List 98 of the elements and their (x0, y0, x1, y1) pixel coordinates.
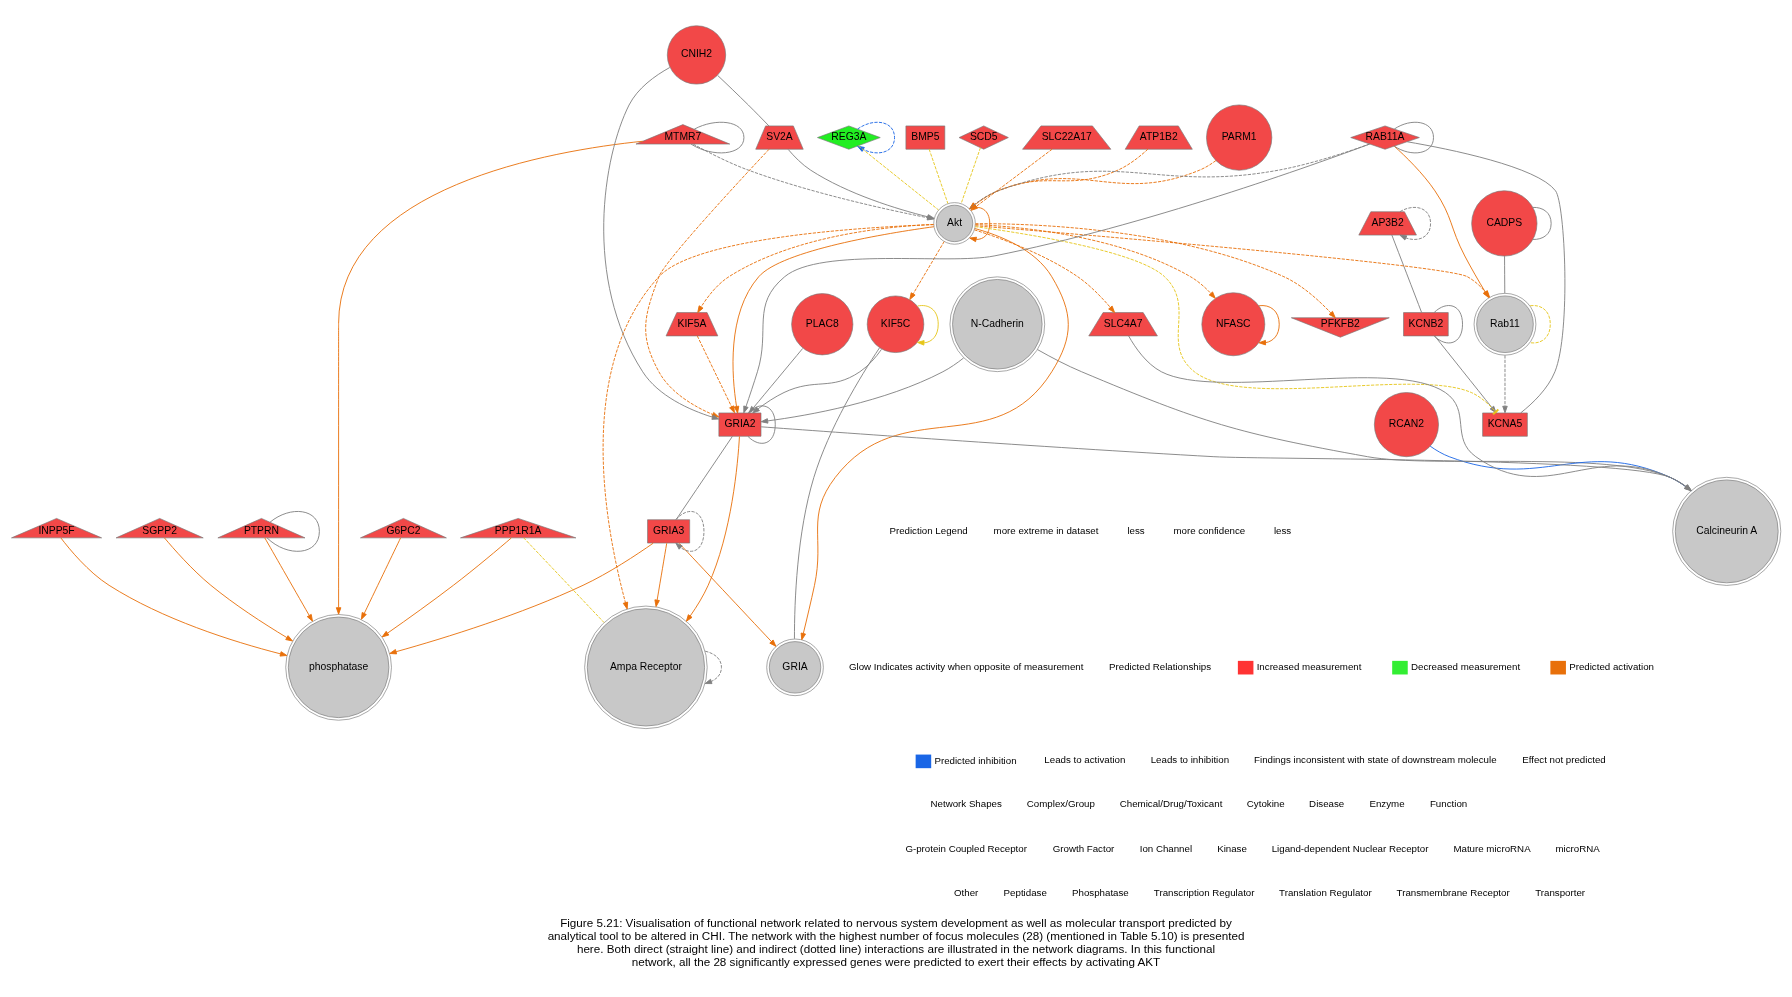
legend-label: Kinase (1217, 841, 1247, 853)
connector (974, 225, 1499, 415)
connector (794, 346, 880, 639)
arrow (685, 435, 740, 622)
arrow (1502, 354, 1508, 413)
label: less (1273, 524, 1292, 536)
connector (1433, 304, 1463, 343)
legend-label: Complex/Group (1026, 797, 1095, 809)
arrow (748, 347, 804, 413)
connector (523, 537, 605, 623)
connector (675, 435, 733, 520)
arrow (704, 650, 722, 684)
legend-label: Peptidase (1003, 886, 1047, 898)
arrow (164, 536, 293, 641)
arrow (389, 542, 654, 654)
arrow (909, 240, 945, 300)
connector (960, 146, 981, 204)
connector (857, 144, 939, 210)
arrow (1399, 206, 1432, 240)
node-circle: CNIH2 (667, 24, 726, 84)
arrow (1258, 304, 1280, 345)
caption: Figure 5.21: Visualisation of functional network related to nervous system development as well as molecular transport predicted by analytical tool to be altered in CHI. The network with the highest number of focus molecules (28) (mentioned in Table 5.10) is presented here. Both direct (straight line) and indirect (dotted line) interactions are illustrated in the network diagrams. In this functional network, all the 28 significantly expressed genes were predicted to exert their effects by activating AKT (547, 915, 1245, 968)
connector (747, 405, 776, 444)
label: Prediction Legend (889, 524, 968, 536)
node-diamond: SCD5 (958, 125, 1009, 150)
node-circle: PLAC8 (791, 292, 854, 355)
node-box: KCNA5 (1482, 412, 1528, 437)
arrow (264, 537, 313, 622)
arrow (917, 304, 939, 346)
arrow (975, 222, 1336, 318)
arrow (1434, 335, 1497, 413)
node-circle: PARM1 (1206, 104, 1273, 171)
arrow (60, 537, 288, 657)
arrow (675, 510, 705, 552)
node-circle: RCAN2 (1374, 391, 1439, 457)
legend-label: Transmembrane Receptor (1396, 886, 1510, 898)
connector (928, 148, 949, 204)
label: Predicted Relationships (1109, 660, 1212, 672)
connector (1532, 206, 1552, 240)
arrow (602, 223, 935, 609)
label: more extreme in dataset (993, 524, 1099, 536)
label: Glow Indicates activity when opposite of measurement (848, 660, 1084, 672)
arrow (360, 537, 401, 620)
node-diamond: RAB11A (1350, 125, 1420, 150)
arrow (335, 140, 644, 615)
legend-label: Phosphatase (1072, 886, 1129, 898)
arrow (969, 206, 991, 242)
connector (1529, 304, 1551, 343)
arrow (974, 228, 1115, 313)
arrow (381, 537, 512, 637)
legend-label: Predicted inhibition (934, 754, 1017, 766)
legend-label: Transcription Regulator (1153, 886, 1255, 898)
connector (1406, 140, 1566, 413)
connector (1393, 121, 1434, 153)
legend-label: Ligand-dependent Nuclear Receptor (1271, 841, 1429, 853)
legend-label: Increased measurement (1256, 660, 1362, 672)
legend-label: Leads to inhibition (1150, 753, 1230, 765)
legend-label: Predicted activation (1569, 660, 1655, 672)
connector (1504, 255, 1506, 294)
legend-label: Transporter (1535, 886, 1586, 898)
arrow (743, 143, 1371, 413)
connector (266, 510, 320, 552)
label: Network Shapes (930, 797, 1002, 809)
arrow (696, 335, 735, 413)
legend-label: Ion Channel (1139, 841, 1193, 853)
node-box: GRIA2 (718, 412, 762, 437)
node-box: KCNB2 (1403, 311, 1449, 336)
legend-label: Chemical/Drug/Toxicant (1119, 797, 1223, 809)
legend-label: Decreased measurement (1410, 660, 1521, 672)
arrow (800, 227, 1069, 640)
legend-label: Growth Factor (1052, 841, 1115, 853)
node-box: BMP5 (905, 125, 946, 150)
arrow (975, 223, 1216, 299)
label: more confidence (1173, 524, 1246, 536)
legend-label: Other (954, 886, 979, 898)
node-circle: CADPS (1471, 189, 1538, 256)
arrow (760, 357, 965, 424)
node-box: GRIA3 (647, 518, 690, 543)
legend-label: Cytokine (1246, 797, 1285, 809)
connector (717, 74, 770, 126)
legend-label: Function (1429, 797, 1468, 809)
arrow (654, 542, 668, 607)
arrow (732, 225, 935, 413)
legend-label: Disease (1309, 797, 1345, 809)
arrow (752, 348, 882, 413)
arrow (857, 121, 895, 153)
legend-label: G-protein Coupled Receptor (905, 841, 1027, 853)
legend-label: Findings inconsistent with state of downstream molecule (1254, 753, 1497, 765)
legend-label: Effect not predicted (1522, 753, 1606, 765)
legend-label: Leads to activation (1044, 753, 1126, 765)
connector (690, 121, 745, 153)
legend-label: Mature microRNA (1453, 841, 1531, 853)
label: less (1127, 524, 1145, 536)
legend-label: microRNA (1555, 841, 1600, 853)
legend-label: Translation Regulator (1279, 886, 1372, 898)
legend-label: Enzyme (1369, 797, 1405, 809)
connector (1391, 234, 1423, 313)
arrow (678, 542, 777, 647)
